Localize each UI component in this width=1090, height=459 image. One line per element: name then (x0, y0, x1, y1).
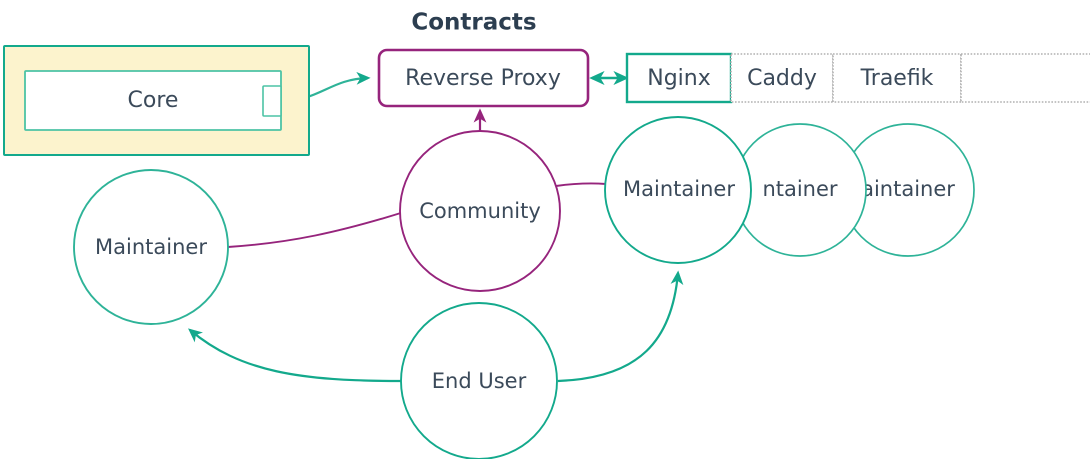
reverse-proxy-label: Reverse Proxy (405, 66, 561, 91)
page-title: Contracts (411, 10, 536, 36)
circle-maintainer-r1-label: Maintainer (623, 177, 735, 201)
circle-maintainer-left[interactable] (73, 169, 229, 325)
reverse-proxy-box[interactable] (377, 48, 590, 108)
circle-maintainer-r1[interactable] (604, 116, 752, 264)
circle-community-label: Community (419, 199, 541, 223)
circle-maintainer-r3-label: aintainer (861, 177, 955, 201)
cell-traefik[interactable] (832, 53, 962, 103)
circle-end-user-label: End User (432, 369, 527, 393)
edge-end-user-to-maintainer-left (188, 328, 402, 383)
cell-caddy[interactable] (730, 53, 834, 103)
circle-community[interactable] (399, 130, 561, 292)
cell-caddy-label: Caddy (747, 66, 817, 91)
edge-community-to-maintainer-r1 (555, 182, 607, 187)
cell-traefik-label: Traefik (860, 66, 934, 91)
cell-nginx[interactable] (625, 52, 733, 104)
cell-nginx-label: Nginx (647, 66, 711, 91)
cell-empty[interactable] (960, 53, 1090, 103)
core-label: Core (128, 88, 179, 113)
circle-maintainer-left-label: Maintainer (95, 235, 207, 259)
edge-end-user-to-maintainer-r1 (557, 270, 684, 383)
circle-end-user[interactable] (400, 302, 558, 459)
circle-maintainer-r2-label: ntainer (762, 177, 837, 201)
edge-maintainer-left-to-community (227, 211, 405, 248)
core-connector-handle[interactable] (262, 85, 282, 117)
